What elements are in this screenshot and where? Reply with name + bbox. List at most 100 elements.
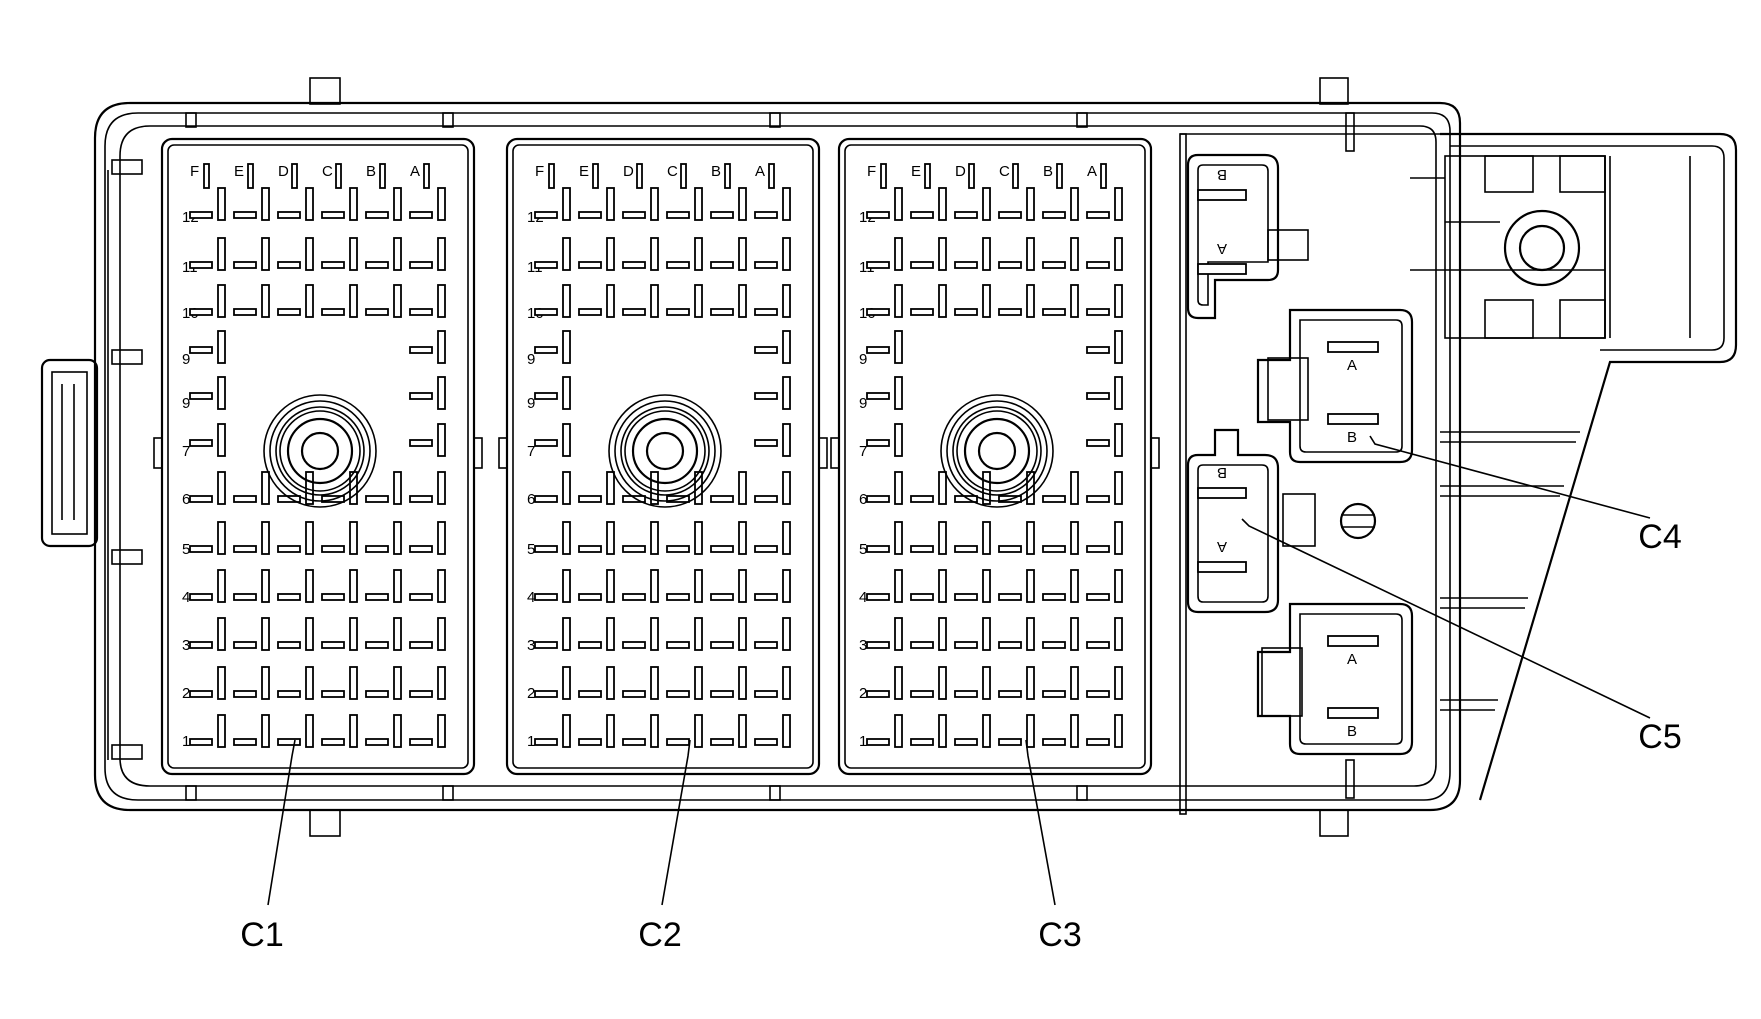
column-label: C: [322, 163, 333, 180]
pin: [409, 690, 433, 698]
pin: [666, 261, 690, 269]
pin: [393, 284, 402, 318]
pin: [217, 376, 226, 410]
pin: [305, 187, 314, 221]
pin: [578, 495, 602, 503]
pin: [754, 346, 778, 354]
pin: [982, 521, 991, 555]
column-label: F: [867, 163, 876, 180]
pin: [562, 617, 571, 651]
pin: [217, 471, 226, 505]
pin: [968, 163, 975, 189]
pin: [782, 714, 791, 748]
pin: [894, 237, 903, 271]
pin: [305, 666, 314, 700]
pin: [349, 569, 358, 603]
pin: [349, 714, 358, 748]
pin: [217, 714, 226, 748]
pin: [650, 617, 659, 651]
row-label: 1: [527, 733, 535, 750]
pin: [938, 617, 947, 651]
pin: [562, 471, 571, 505]
pin: [622, 690, 646, 698]
pin: [954, 495, 978, 503]
connector-body-outer: [160, 137, 476, 776]
pin: [782, 237, 791, 271]
row-label: 3: [182, 637, 190, 654]
connector-c3: FEDCBA121110997654321: [830, 137, 1160, 776]
pin: [189, 346, 213, 354]
latch: [473, 437, 483, 469]
hub-ring: [263, 394, 377, 508]
pin: [1042, 495, 1066, 503]
row-label: 7: [182, 443, 190, 460]
pin: [1070, 569, 1079, 603]
small-connector-area: [1179, 133, 1440, 815]
pin: [782, 569, 791, 603]
connector-body-outer: [505, 137, 821, 776]
pin: [1114, 376, 1123, 410]
pin: [562, 376, 571, 410]
pin: [365, 593, 389, 601]
pin: [189, 439, 213, 447]
pin: [1114, 569, 1123, 603]
pin: [694, 187, 703, 221]
pin: [534, 593, 558, 601]
pin: [217, 569, 226, 603]
pin: [592, 163, 599, 189]
pin: [189, 641, 213, 649]
pin: [261, 666, 270, 700]
pin: [954, 593, 978, 601]
pin: [894, 666, 903, 700]
pin: [365, 738, 389, 746]
pin: [1026, 714, 1035, 748]
pin: [277, 641, 301, 649]
pin: [910, 495, 934, 503]
leader-lines: [267, 435, 1651, 906]
pin: [437, 714, 446, 748]
pin: [910, 690, 934, 698]
latch: [498, 437, 508, 469]
pin: [365, 261, 389, 269]
latch: [1150, 437, 1160, 469]
pin: [710, 593, 734, 601]
pin: [910, 261, 934, 269]
pin: [694, 714, 703, 748]
pin: [189, 308, 213, 316]
column-label: A: [1087, 163, 1097, 180]
pin: [738, 617, 747, 651]
pin: [754, 690, 778, 698]
row-label: 3: [527, 637, 535, 654]
pin: [189, 211, 213, 219]
pin: [938, 666, 947, 700]
pin: [1070, 187, 1079, 221]
pin: [189, 261, 213, 269]
pin: [409, 211, 433, 219]
pin: [1070, 284, 1079, 318]
pin: [305, 284, 314, 318]
pin: [393, 569, 402, 603]
pin: [606, 617, 615, 651]
pin: [738, 471, 747, 505]
pin: [1086, 593, 1110, 601]
hub-ring: [940, 394, 1054, 508]
latch: [818, 437, 828, 469]
pin: [894, 471, 903, 505]
pin: [622, 261, 646, 269]
pin: [754, 211, 778, 219]
row-label: 4: [859, 589, 867, 606]
row-label: 3: [859, 637, 867, 654]
pin: [437, 284, 446, 318]
row-label: 2: [182, 685, 190, 702]
callout-c4: C4: [1638, 518, 1681, 556]
pin: [998, 738, 1022, 746]
pin: [233, 545, 257, 553]
pin: [349, 187, 358, 221]
hub-ring: [952, 406, 1042, 496]
column-label: F: [190, 163, 199, 180]
pin: [666, 690, 690, 698]
pin: [1026, 521, 1035, 555]
pin: [1070, 237, 1079, 271]
pin: [217, 237, 226, 271]
